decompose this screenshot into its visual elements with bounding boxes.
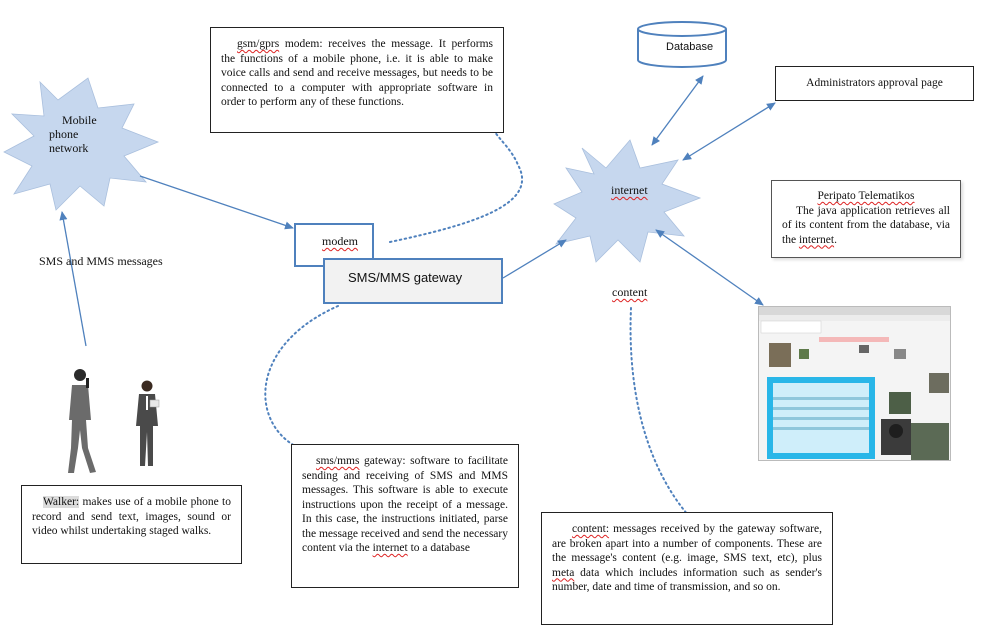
mobile-network-line-3: network (49, 141, 89, 155)
smsmms-text-end: to a database (407, 542, 470, 554)
arrow-gateway-to-internet (502, 239, 567, 279)
content-label: content (612, 285, 648, 299)
gateway-label: SMS/MMS gateway (348, 270, 463, 285)
content-text-end: data which includes information such as … (552, 566, 822, 594)
database-label: Database (666, 41, 714, 53)
mobile-network-label: Mobile phone network (42, 113, 112, 155)
dotted-connectors (264, 131, 689, 516)
gsm-term: gsm/gprs (237, 38, 280, 50)
dotted-modem-to-gsm-note (389, 131, 524, 243)
dotted-gateway-to-sms-note (264, 305, 339, 447)
peripato-body: The java application retrieves all of it… (782, 204, 950, 248)
content-term: content: (572, 523, 610, 535)
walker-text: makes use of a mobile phone to record an… (32, 496, 231, 537)
gsm-text: modem: receives the message. It performs… (221, 38, 493, 108)
database-cylinder (637, 21, 727, 68)
arrow-network-to-modem (139, 175, 294, 230)
smsmms-link: internet (372, 542, 408, 554)
internet-label: internet (611, 183, 648, 197)
mobile-network-starburst (3, 77, 160, 211)
gsm-note-box: gsm/gprs modem: receives the message. It… (210, 27, 504, 133)
smsmms-term: sms/mms (316, 455, 360, 467)
admin-approval-box: Administrators approval page (775, 66, 974, 101)
sms-mms-label: SMS and MMS messages (39, 254, 163, 268)
walker-man-notepad-icon (136, 380, 160, 466)
modem-label: modem (322, 234, 358, 248)
content-note-box: content: messages received by the gatewa… (541, 512, 833, 625)
arrow-internet-database (651, 75, 704, 146)
mobile-network-line-2: phone (49, 127, 79, 141)
peripato-note-box: Peripato Telematikos The java applicatio… (771, 180, 961, 258)
arrow-walker-to-network (59, 211, 87, 347)
content-text: messages received by the gateway softwar… (552, 523, 822, 564)
app-screenshot-image (759, 307, 950, 460)
arrow-internet-screenshot (655, 229, 764, 306)
smsmms-text: gateway: software to facilitate sending … (302, 455, 508, 554)
walker-note-box: Walker: makes use of a mobile phone to r… (21, 485, 242, 564)
peripato-text-end: . (834, 233, 837, 246)
gateway-box (323, 258, 503, 304)
internet-starburst (553, 139, 702, 263)
app-screenshot-thumbnail (758, 306, 951, 461)
walker-woman-phone-icon (68, 369, 96, 473)
peripato-link: internet (798, 233, 835, 246)
arrows (59, 75, 776, 347)
arrow-internet-admin (682, 102, 776, 161)
mobile-network-line-1: Mobile (62, 113, 97, 127)
peripato-title: Peripato Telematikos (817, 190, 915, 202)
admin-approval-label: Administrators approval page (806, 77, 943, 89)
peripato-text: The java application retrieves all of it… (782, 204, 950, 246)
content-meta: meta (552, 566, 575, 579)
dotted-content-to-note (629, 307, 689, 516)
sms-gateway-note-box: sms/mms gateway: software to facilitate … (291, 444, 519, 588)
walker-term: Walker: (43, 496, 80, 508)
